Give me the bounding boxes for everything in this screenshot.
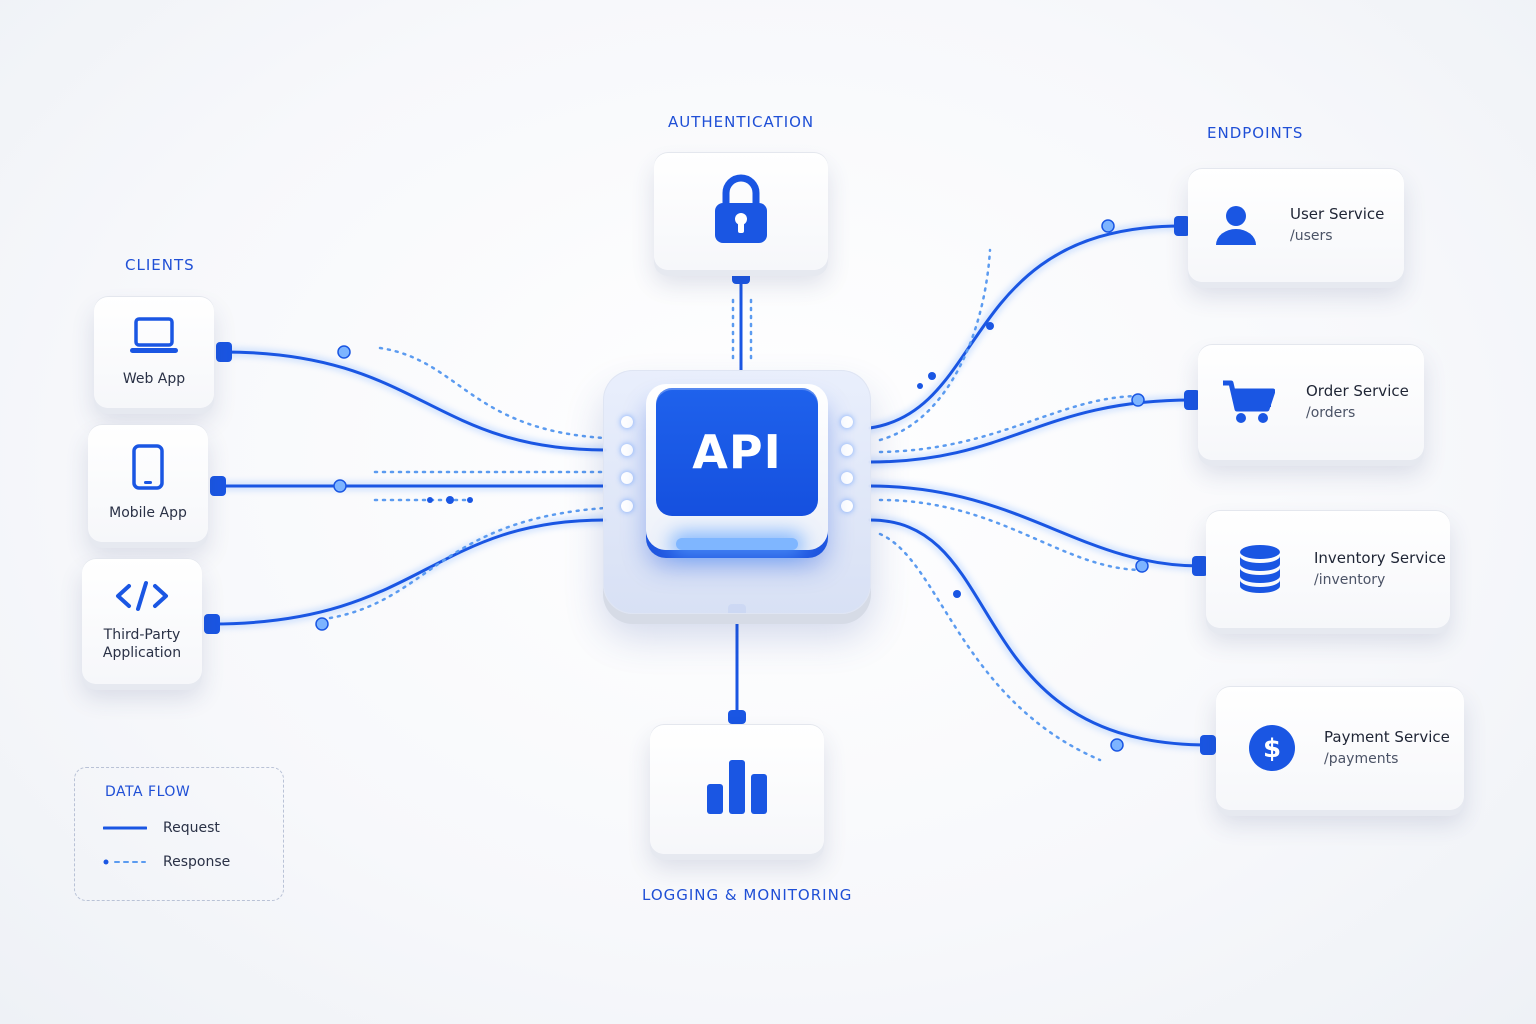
legend-label: Request — [163, 820, 220, 836]
client-card-web-app[interactable]: Web App — [94, 296, 214, 408]
user-icon — [1208, 203, 1264, 247]
wire-third-party — [210, 518, 607, 626]
laptop-icon — [128, 316, 180, 360]
cart-icon — [1220, 379, 1276, 425]
client-label: Mobile App — [109, 505, 187, 521]
client-label: Third-Party Application — [102, 627, 182, 661]
legend-label: Response — [163, 854, 231, 870]
endpoint-card-user-service[interactable]: User Service /users — [1188, 168, 1404, 282]
svg-text:$: $ — [1263, 734, 1281, 764]
code-icon — [115, 580, 169, 616]
endpoint-card-inventory-service[interactable]: Inventory Service /inventory — [1206, 510, 1450, 628]
legend-title: DATA FLOW — [105, 784, 191, 800]
client-card-third-party[interactable]: Third-Party Application — [82, 558, 202, 684]
dollar-icon: $ — [1244, 724, 1300, 772]
legend-item-response: Response — [103, 854, 230, 870]
api-label: API — [692, 425, 782, 479]
lock-icon — [709, 173, 773, 249]
endpoint-path: /orders — [1306, 405, 1356, 421]
legend-item-request: Request — [103, 820, 220, 836]
wire-inventory-service — [868, 484, 1202, 568]
chip-pin — [841, 500, 853, 512]
endpoints-heading: ENDPOINTS — [1207, 124, 1304, 142]
smartphone-icon — [130, 444, 166, 494]
clients-heading: CLIENTS — [125, 256, 195, 274]
data-flow-legend: DATA FLOW Request Response — [74, 767, 284, 901]
wire-connectors — [204, 216, 1216, 755]
endpoint-name: Payment Service — [1324, 728, 1450, 746]
logging-heading: LOGGING & MONITORING — [642, 886, 853, 904]
chip-pin — [621, 416, 633, 428]
wire-payment-service — [868, 518, 1210, 747]
authentication-card[interactable] — [654, 152, 828, 270]
wire-user-service — [868, 224, 1184, 430]
api-gateway[interactable]: API — [656, 388, 818, 516]
endpoint-path: /inventory — [1314, 572, 1386, 588]
endpoint-path: /users — [1290, 228, 1333, 244]
client-card-mobile-app[interactable]: Mobile App — [88, 424, 208, 542]
endpoint-name: User Service — [1290, 205, 1385, 223]
wire-nodes — [315, 219, 1149, 752]
request-wires — [207, 221, 1213, 750]
chip-pin — [841, 472, 853, 484]
endpoint-card-payment-service[interactable]: $ Payment Service /payments — [1216, 686, 1464, 810]
endpoint-name: Inventory Service — [1314, 549, 1446, 567]
solid-line-swatch — [103, 826, 147, 830]
chip-pin — [841, 444, 853, 456]
logging-monitoring-card[interactable] — [650, 724, 824, 854]
endpoint-name: Order Service — [1306, 382, 1409, 400]
response-wires — [328, 248, 1142, 762]
chip-pin — [621, 500, 633, 512]
chip-pin — [841, 416, 853, 428]
data-dots — [427, 322, 994, 598]
chip-pin — [621, 444, 633, 456]
api-glow — [676, 538, 798, 550]
chip-pin — [621, 472, 633, 484]
bar-chart-icon — [705, 758, 769, 820]
wire-web-app — [222, 350, 607, 452]
endpoint-card-order-service[interactable]: Order Service /orders — [1198, 344, 1424, 460]
authentication-heading: AUTHENTICATION — [668, 113, 815, 131]
endpoint-path: /payments — [1324, 751, 1399, 767]
dotted-line-swatch — [103, 859, 146, 865]
client-label: Web App — [122, 371, 186, 387]
database-icon — [1232, 544, 1288, 594]
